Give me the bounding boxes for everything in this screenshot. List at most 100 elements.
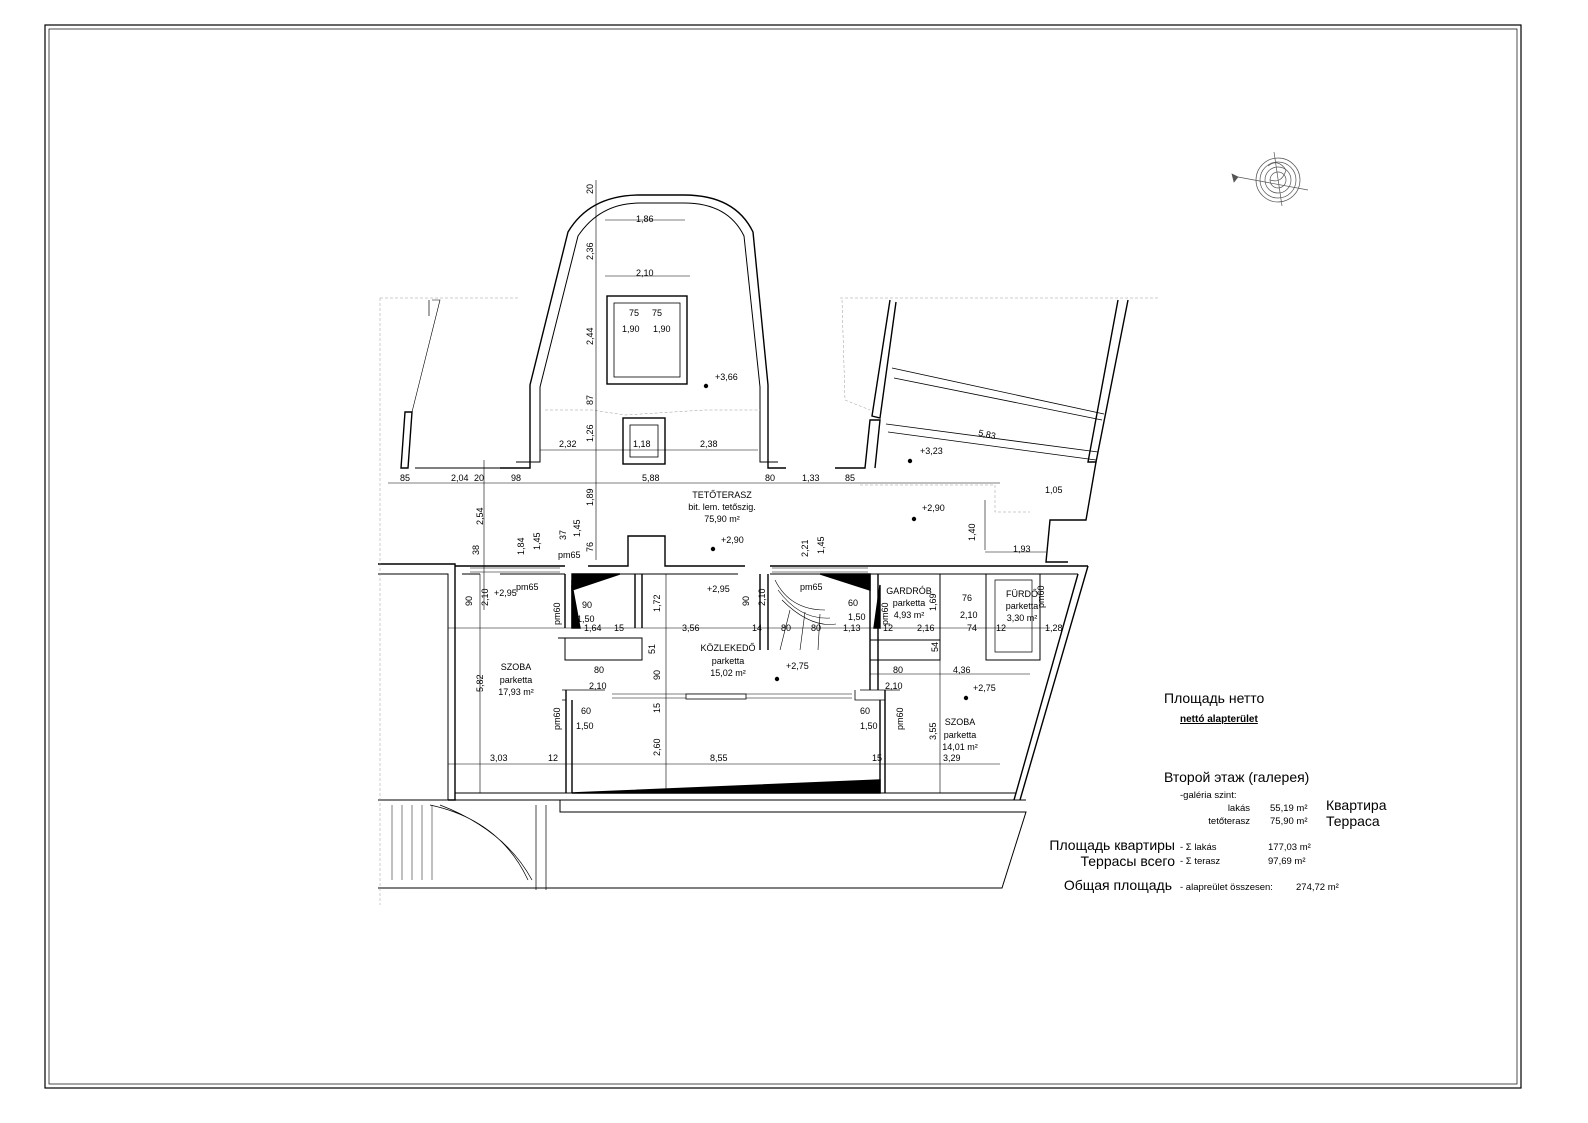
dim-tower-9: 2,38 xyxy=(700,439,718,449)
opening-11: 80 xyxy=(893,665,903,675)
dim-vert-2: 38 xyxy=(471,545,481,555)
dim-vert-12: 51 xyxy=(647,644,657,654)
dim-mid-15: 5,83 xyxy=(977,428,996,441)
dim-top-6: 80 xyxy=(765,473,775,483)
opening-1: 90 xyxy=(582,600,592,610)
dim-tower-14: 1,26 xyxy=(585,424,595,442)
dim-vert-16: 5,82 xyxy=(475,674,485,692)
opening-15: 90 xyxy=(464,596,474,606)
dim-vert-8: 2,21 xyxy=(800,539,810,557)
dim-vert-7: 76 xyxy=(585,542,595,552)
dimension-lines xyxy=(388,180,1050,793)
opening-13: 76 xyxy=(962,593,972,603)
opening-pm-2: pm65 xyxy=(516,582,539,592)
dim-tower-13: 87 xyxy=(585,395,595,405)
dim-vert-3: 1,84 xyxy=(516,537,526,555)
opening-8: 1,50 xyxy=(860,721,878,731)
dim-mid-5: 80 xyxy=(781,623,791,633)
opening-pm-3: pm65 xyxy=(800,582,823,592)
wardrobe-area: 4,93 m² xyxy=(894,610,925,620)
opening-7: 60 xyxy=(860,706,870,716)
dim-bot-5: 3,29 xyxy=(943,753,961,763)
wardrobe-name: GARDRÓB xyxy=(886,586,932,596)
dim-top-5: 5,88 xyxy=(642,473,660,483)
dim-vert-6: 1,45 xyxy=(572,519,582,537)
opening-pm-6: pm60 xyxy=(552,707,562,730)
terrace-finish: bit. lem. tetőszig. xyxy=(688,502,756,512)
bath-name: FÜRDŐ xyxy=(1006,589,1038,599)
room-right-finish: parketta xyxy=(944,730,977,740)
opening-pm-1: pm65 xyxy=(558,550,581,560)
dim-top-7: 1,33 xyxy=(802,473,820,483)
opening-18: 2,10 xyxy=(757,588,767,606)
terrace-area: 75,90 m² xyxy=(704,514,740,524)
opening-2: 1,50 xyxy=(577,614,595,624)
opening-12: 2,10 xyxy=(885,681,903,691)
dim-tower-8: 1,18 xyxy=(633,439,651,449)
hall-finish: parketta xyxy=(712,656,745,666)
dim-mid-2: 15 xyxy=(614,623,624,633)
legend-total-1-label: - Σ lakás xyxy=(1180,842,1217,853)
hall-name: KÖZLEKEDŐ xyxy=(700,643,755,653)
dim-bot-4: 15 xyxy=(872,753,882,763)
dim-bot-2: 12 xyxy=(548,753,558,763)
dim-top-8: 85 xyxy=(845,473,855,483)
level-6: +2,95 xyxy=(707,584,730,594)
dim-top-3: 20 xyxy=(474,473,484,483)
terrace-name: TETŐTERASZ xyxy=(692,490,752,500)
bath-finish: parketta xyxy=(1006,601,1039,611)
dim-mid-3: 3,56 xyxy=(682,623,700,633)
opening-14: 2,10 xyxy=(960,610,978,620)
room-left-name: SZOBA xyxy=(501,662,532,672)
dim-vert-19: 3,55 xyxy=(928,722,938,740)
plan-walls xyxy=(378,194,1129,890)
level-8: +2,75 xyxy=(973,683,996,693)
opening-10: 2,10 xyxy=(589,681,607,691)
opening-pm-8: pm60 xyxy=(1036,585,1046,608)
dim-bot-3: 8,55 xyxy=(710,753,728,763)
level-1: +3,66 xyxy=(715,372,738,382)
north-arrow-icon xyxy=(1231,151,1309,207)
dim-vert-5: 37 xyxy=(558,530,568,540)
dim-mid-10: 74 xyxy=(967,623,977,633)
opening-pm-4: pm60 xyxy=(552,602,562,625)
dim-tower-10: 20 xyxy=(585,184,595,194)
opening-5: 60 xyxy=(581,706,591,716)
dim-tower-6: 1,90 xyxy=(653,324,671,334)
level-7: +2,75 xyxy=(786,661,809,671)
dim-mid-7: 1,13 xyxy=(843,623,861,633)
dim-vert-14: 15 xyxy=(652,703,662,713)
dim-top-9: 1,05 xyxy=(1045,485,1063,495)
dim-vert-1: 2,54 xyxy=(475,507,485,525)
dim-vert-15: 2,60 xyxy=(652,738,662,756)
legend-row-1-value: 55,19 m² xyxy=(1270,803,1308,814)
legend-total-1-ru: Площадь квартиры xyxy=(1049,837,1175,853)
dim-tower-11: 2,36 xyxy=(585,242,595,260)
level-5: +2,95 xyxy=(494,588,517,598)
dimension-labels: 85 2,04 20 98 5,88 80 1,33 85 1,05 1,86 … xyxy=(400,184,1063,763)
dim-top-1: 85 xyxy=(400,473,410,483)
legend-level: -galéria szint: xyxy=(1180,790,1237,801)
sheet-frame xyxy=(44,24,1522,1089)
room-left-area: 17,93 m² xyxy=(498,687,534,697)
legend-total-2-value: 97,69 m² xyxy=(1268,856,1306,867)
legend-row-2-label: tetőterasz xyxy=(1208,816,1250,827)
legend-total-2-label: - Σ terasz xyxy=(1180,856,1220,867)
dim-vert-18: 54 xyxy=(930,642,940,652)
dim-vert-4: 1,45 xyxy=(532,532,542,550)
dim-tower-1: 1,86 xyxy=(636,214,654,224)
legend-row-2-ru: Терраса xyxy=(1326,813,1380,829)
dim-mid-13: 4,36 xyxy=(953,665,971,675)
opening-pm-7: pm60 xyxy=(895,707,905,730)
dim-mid-6: 80 xyxy=(811,623,821,633)
room-left-finish: parketta xyxy=(500,675,533,685)
dim-mid-1: 1,64 xyxy=(584,623,602,633)
level-2: +3,23 xyxy=(920,446,943,456)
dim-tower-3: 75 xyxy=(629,308,639,318)
wardrobe-finish: parketta xyxy=(893,598,926,608)
opening-4: 1,50 xyxy=(848,612,866,622)
opening-16: 2,10 xyxy=(480,588,490,606)
level-markers: +3,66 +3,23 +2,90 +2,90 +2,95 +2,95 +2,7… xyxy=(494,372,996,693)
room-labels: TETŐTERASZ bit. lem. tetőszig. 75,90 m² … xyxy=(498,490,1038,752)
legend-grand-label: - alapreület összesen: xyxy=(1180,882,1273,893)
